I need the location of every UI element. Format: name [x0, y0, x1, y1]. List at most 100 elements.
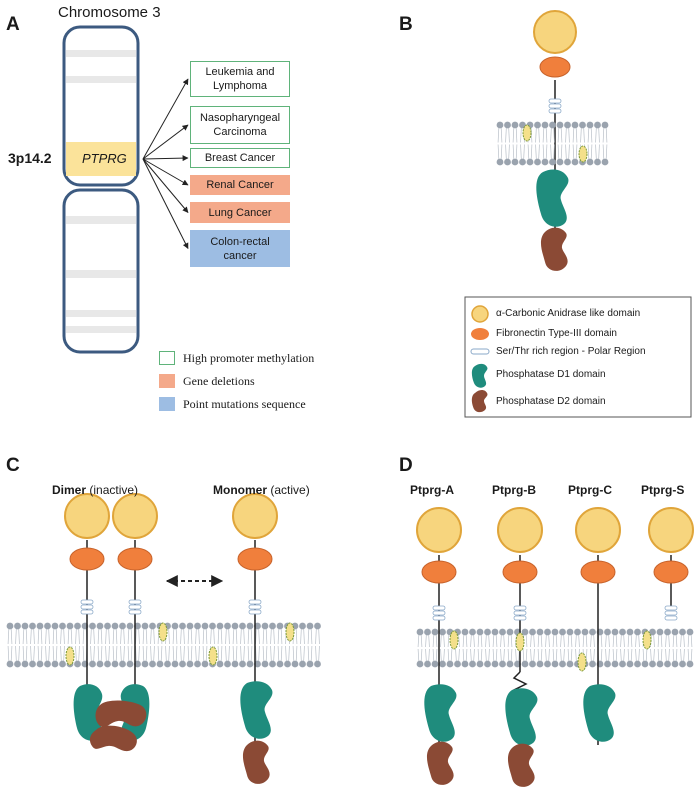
- lipid-tail: [303, 645, 305, 662]
- membrane-protein-inclusion: [522, 124, 532, 142]
- lipid-head: [299, 622, 306, 630]
- lipid-tail: [533, 648, 535, 662]
- lipid-tail: [262, 645, 265, 662]
- lipid-head: [224, 622, 231, 630]
- lipid-tail: [683, 634, 685, 648]
- lipid-tail: [97, 628, 100, 645]
- lipid-tail: [567, 648, 570, 662]
- carbonic-anhydrase-domain: [533, 10, 577, 54]
- lipid-tail: [138, 628, 140, 645]
- lipid-tail: [97, 645, 100, 662]
- lipid-tail: [145, 645, 148, 662]
- lipid-head: [284, 660, 291, 668]
- lipid-tail: [608, 648, 610, 662]
- membrane-protein-inclusion: [577, 652, 587, 672]
- lipid-tail: [67, 628, 70, 645]
- lipid-head: [59, 622, 66, 630]
- lipid-tail: [153, 645, 155, 662]
- lipid-tail: [307, 628, 310, 645]
- lipid-head: [496, 121, 504, 129]
- lipid-head: [526, 158, 534, 166]
- lipid-tail: [515, 127, 518, 143]
- lipid-tail: [52, 628, 55, 645]
- lipid-tail: [540, 648, 543, 662]
- polar-region-capsule: [513, 615, 527, 621]
- carbonic-anhydrase-domain: [648, 507, 694, 553]
- lipid-tail: [507, 634, 510, 648]
- membrane-protein-inclusion: [65, 646, 75, 666]
- lipid-tail: [45, 628, 47, 645]
- lipid-tail: [660, 634, 663, 648]
- lipid-tail: [228, 628, 230, 645]
- lipid-tail: [150, 628, 152, 645]
- lipid-tail: [495, 648, 498, 662]
- lipid-head: [571, 158, 579, 166]
- lipid-tail: [205, 645, 208, 662]
- lipid-head: [126, 660, 134, 668]
- lipid-head: [506, 660, 514, 668]
- lipid-head: [534, 121, 541, 129]
- lipid-tail: [563, 648, 565, 662]
- lipid-tail: [105, 645, 107, 662]
- lipid-head: [601, 121, 609, 129]
- lipid-tail: [462, 634, 465, 648]
- lipid-tail: [315, 628, 317, 645]
- cancer-arrow: [142, 158, 189, 213]
- deletion-swatch-icon: [159, 374, 175, 388]
- lipid-tail: [500, 648, 502, 662]
- lipid-tail: [435, 648, 438, 662]
- lipid-head: [484, 660, 491, 668]
- lipid-tail: [55, 645, 58, 662]
- lipid-tail: [535, 144, 537, 160]
- legend-label: Gene deletions: [183, 374, 255, 388]
- lipid-tail: [657, 634, 660, 648]
- legend-label: α-Carbonic Anidrase like domain: [496, 308, 641, 319]
- lipid-tail: [533, 634, 535, 648]
- lipid-tail: [590, 127, 593, 143]
- monomer-state: (active): [270, 483, 310, 497]
- membrane-protein-inclusion: [578, 145, 588, 163]
- lipid-tail: [520, 127, 522, 143]
- lipid-tail: [130, 628, 133, 645]
- lipid-head: [601, 158, 609, 166]
- membrane-protein-inclusion: [158, 622, 168, 642]
- lipid-head: [529, 660, 536, 668]
- lipid-tail: [60, 628, 62, 645]
- isoform-label-b: Ptprg-B: [492, 483, 536, 497]
- lipid-head: [306, 622, 314, 630]
- lipid-head: [469, 660, 476, 668]
- lipid-head: [564, 121, 571, 129]
- lipid-head: [21, 622, 29, 630]
- lipid-tail: [550, 127, 552, 143]
- lipid-head: [96, 660, 104, 668]
- lipid-tail: [202, 628, 205, 645]
- lipid-head: [179, 622, 186, 630]
- lipid-tail: [595, 127, 597, 143]
- lipid-tail: [258, 645, 260, 662]
- lipid-tail: [465, 648, 468, 662]
- lipid-tail: [295, 645, 298, 662]
- lipid-tail: [295, 628, 298, 645]
- lipid-tail: [508, 127, 510, 143]
- lipid-tail: [608, 634, 610, 648]
- lipid-tail: [15, 645, 17, 662]
- lipid-tail: [142, 645, 145, 662]
- lipid-tail: [485, 634, 487, 648]
- lipid-tail: [657, 648, 660, 662]
- lipid-tail: [243, 628, 245, 645]
- lipid-tail: [428, 648, 430, 662]
- lipid-tail: [120, 645, 122, 662]
- lipid-head: [51, 660, 59, 668]
- lipid-head: [6, 660, 14, 668]
- panel-a: [62, 25, 189, 354]
- lipid-tail: [310, 645, 313, 662]
- lipid-head: [104, 660, 111, 668]
- lipid-tail: [7, 628, 10, 645]
- dimer-title: Dimer: [52, 483, 87, 497]
- polar-region-capsule: [80, 599, 94, 605]
- lipid-tail: [492, 648, 495, 662]
- lipid-tail: [585, 648, 588, 662]
- polar-region-capsule: [548, 103, 562, 109]
- phosphatase-d2-domain: [507, 743, 535, 787]
- lipid-tail: [525, 634, 528, 648]
